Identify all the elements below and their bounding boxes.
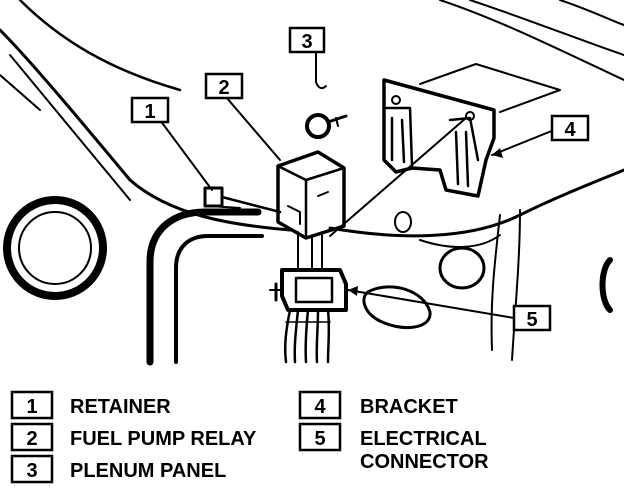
callout-5: 5 xyxy=(512,304,552,332)
legend-item-2-number: 2 xyxy=(26,428,37,450)
mounting-bolt xyxy=(305,113,348,139)
legend-item-5: 5 ELECTRICAL CONNECTOR xyxy=(298,422,489,473)
legend-item-2: 2 FUEL PUMP RELAY xyxy=(10,422,257,452)
legend-item-4-label: BRACKET xyxy=(360,396,458,418)
relay-to-connector-lines xyxy=(297,231,323,271)
relay-bracket-line xyxy=(329,117,467,237)
legend-item-3-number: 3 xyxy=(26,460,37,482)
callout-3-number: 3 xyxy=(301,31,312,53)
fuel-pump-relay xyxy=(276,150,346,240)
legend: 1 RETAINER 2 FUEL PUMP RELAY 3 PLENUM PA… xyxy=(10,390,489,484)
support-tube xyxy=(146,208,264,366)
callout-1: 1 xyxy=(130,96,170,124)
legend-item-1-number: 1 xyxy=(26,396,37,418)
connector-mount-outline xyxy=(362,285,432,330)
wheel-opening xyxy=(3,196,107,300)
bracket xyxy=(382,63,561,198)
retainer xyxy=(203,186,282,214)
callout-2-number: 2 xyxy=(218,77,229,99)
legend-item-5-label-line1: ELECTRICAL xyxy=(360,428,487,450)
plenum-panel-outline xyxy=(0,0,624,361)
legend-item-4-number: 4 xyxy=(314,396,326,418)
callout-4-number: 4 xyxy=(564,119,576,141)
legend-item-5-number: 5 xyxy=(314,428,325,450)
legend-item-2-label: FUEL PUMP RELAY xyxy=(70,428,257,450)
legend-item-5-label-line2: CONNECTOR xyxy=(360,451,489,473)
legend-item-1-label: RETAINER xyxy=(70,396,171,418)
callout-2: 2 xyxy=(204,72,244,100)
callout-4: 4 xyxy=(550,114,590,142)
callout-leaders xyxy=(159,51,555,319)
electrical-connector xyxy=(269,268,348,312)
callout-3: 3 xyxy=(288,26,326,54)
panel-holes xyxy=(394,211,613,313)
callout-5-number: 5 xyxy=(526,309,537,331)
legend-item-3-label: PLENUM PANEL xyxy=(70,460,226,482)
illustration xyxy=(0,0,624,366)
callout-1-number: 1 xyxy=(144,101,155,123)
legend-item-4: 4 BRACKET xyxy=(298,390,458,420)
wiring-harness xyxy=(283,308,331,364)
legend-item-1: 1 RETAINER xyxy=(10,390,171,420)
legend-item-3: 3 PLENUM PANEL xyxy=(10,454,226,484)
